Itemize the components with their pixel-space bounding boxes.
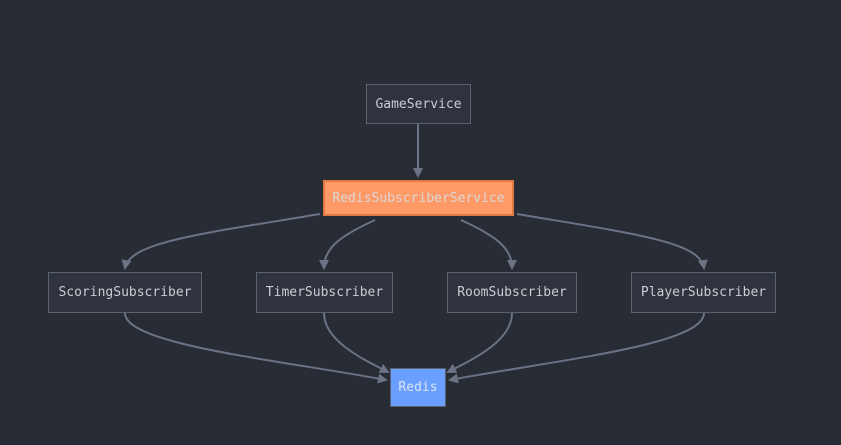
node-redis-subscriber-service[interactable]: RedisSubscriberService xyxy=(323,180,514,216)
edge-scoring-to-redis xyxy=(124,312,388,384)
edge-redis-subscriber-service-to-timer xyxy=(319,219,376,270)
edge-redis-subscriber-service-to-player xyxy=(516,213,708,270)
edge-player-to-redis xyxy=(448,312,705,384)
edge-redis-subscriber-service-to-scoring xyxy=(121,213,321,270)
node-redis[interactable]: Redis xyxy=(390,368,446,407)
edge-timer-to-redis xyxy=(323,312,390,373)
node-scoring-subscriber[interactable]: ScoringSubscriber xyxy=(48,272,202,313)
edge-redis-subscriber-service-to-room xyxy=(460,219,517,270)
node-player-subscriber[interactable]: PlayerSubscriber xyxy=(631,272,776,313)
node-timer-subscriber[interactable]: TimerSubscriber xyxy=(256,272,393,313)
edge-room-to-redis xyxy=(446,312,513,373)
node-game-service[interactable]: GameService xyxy=(366,84,471,124)
node-room-subscriber[interactable]: RoomSubscriber xyxy=(447,272,577,313)
